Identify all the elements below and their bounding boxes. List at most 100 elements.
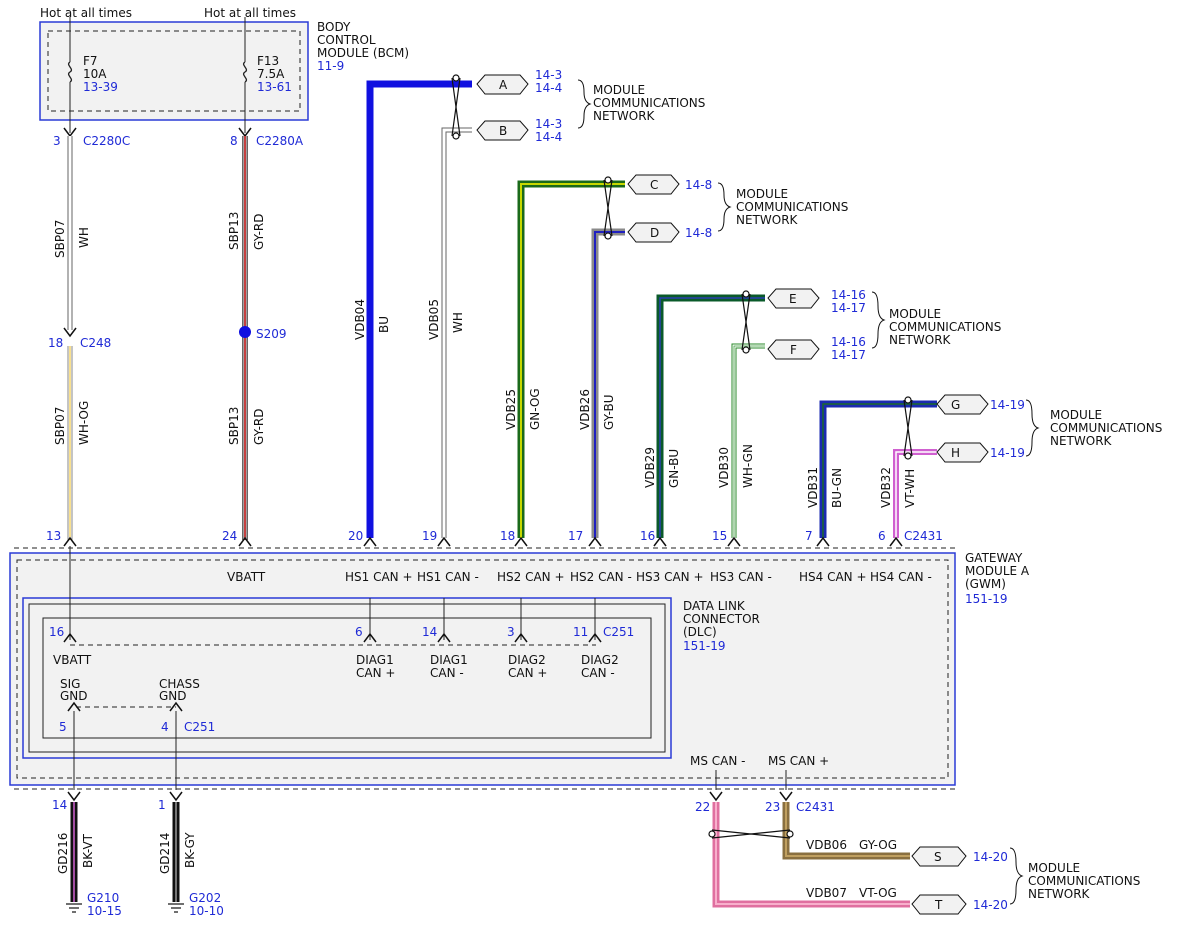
sbp13-circuit-lower: SBP13 [227, 407, 241, 445]
gwm-pin-18: 18 [500, 529, 515, 543]
wire-vdb31 [819, 400, 937, 538]
hot-label-f13: Hot at all times [204, 6, 296, 20]
wire-vdb26 [591, 228, 625, 538]
brace-icon [577, 79, 592, 129]
wire-vdb07 [712, 802, 910, 908]
bcm-pin-8: 8 [230, 134, 238, 148]
dlc-pin-arrows [63, 632, 602, 712]
ms-pin-23: 23 [765, 800, 780, 814]
twist-hs4-icon [903, 396, 913, 460]
dlc-title-2: CONNECTOR [683, 612, 760, 626]
ref-c: 14-8 [685, 178, 712, 192]
network-label-gh-3: NETWORK [1050, 434, 1113, 448]
gd216-circuit: GD216 [56, 833, 70, 874]
bcm-module [39, 21, 309, 121]
ground-g210: G210 [87, 891, 119, 905]
svg-text:E: E [789, 292, 797, 306]
gwm-ms-can-plus: MS CAN + [768, 754, 829, 768]
dlc-diag1-p-l2: CAN + [356, 666, 395, 680]
ref-f-2: 14-17 [831, 348, 866, 362]
vdb04-circuit: VDB04 [353, 299, 367, 340]
ref-e-1: 14-16 [831, 288, 866, 302]
svg-text:C: C [650, 178, 658, 192]
svg-text:S: S [934, 850, 942, 864]
gwm-ms-can-minus: MS CAN - [690, 754, 746, 768]
dlc-title-1: DATA LINK [683, 599, 746, 613]
dlc-diag1-m-l2: CAN - [430, 666, 464, 680]
ms-conn-c2431: C2431 [796, 800, 835, 814]
vdb30-circuit: VDB30 [717, 447, 731, 488]
wire-vdb05 [441, 127, 472, 538]
vdb26-color: GY-BU [602, 394, 616, 430]
bcm-title-3: MODULE (BCM) [317, 46, 409, 60]
gwm-pin-6: 6 [878, 529, 886, 543]
tag-a: A [476, 74, 529, 95]
gwm-pin-24: 24 [222, 529, 237, 543]
vdb07-color: VT-OG [859, 886, 897, 900]
gwm-port-hs3p: HS3 CAN + [636, 570, 704, 584]
network-label-cd-2: COMMUNICATIONS [736, 200, 848, 214]
vdb05-color: WH [451, 312, 465, 333]
dlc-sig-gnd-2: GND [60, 689, 88, 703]
tag-d: D [627, 222, 680, 243]
conn-c248: C248 [80, 336, 111, 350]
svg-text:B: B [499, 124, 507, 138]
wire-vdb25 [517, 180, 625, 538]
gwm-pin-arrows [63, 536, 903, 547]
ref-h: 14-19 [990, 446, 1025, 460]
tag-h: H [936, 442, 989, 463]
sbp07-color-upper: WH [77, 227, 91, 248]
gwm-port-hs2m: HS2 CAN - [570, 570, 632, 584]
vdb25-circuit: VDB25 [504, 389, 518, 430]
twist-ms-icon [708, 829, 794, 839]
twist-hs2-icon [603, 176, 613, 240]
tag-f: F [767, 339, 820, 360]
wire-sbp07 [63, 136, 77, 540]
sbp07-circuit-lower: SBP07 [53, 407, 67, 445]
gwm-pin-7: 7 [805, 529, 813, 543]
dlc-ref: 151-19 [683, 639, 726, 653]
gwm-port-hs1p: HS1 CAN + [345, 570, 413, 584]
ms-pin-22: 22 [695, 800, 710, 814]
vdb32-circuit: VDB32 [879, 467, 893, 508]
fuse-f13-rating: 7.5A [257, 67, 285, 81]
dlc-conn-c251-bottom: C251 [184, 720, 215, 734]
vdb06-color: GY-OG [859, 838, 897, 852]
dlc-diag2-m-l2: CAN - [581, 666, 615, 680]
bottom-pin-arrows [67, 791, 793, 802]
fuse-f7-ref: 13-39 [83, 80, 118, 94]
fuse-f7-rating: 10A [83, 67, 107, 81]
dlc-pin-16: 16 [49, 625, 64, 639]
network-label-gh-2: COMMUNICATIONS [1050, 421, 1162, 435]
dlc-pin-4: 4 [161, 720, 169, 734]
network-label-ab-3: NETWORK [593, 109, 656, 123]
dlc-title-3: (DLC) [683, 625, 717, 639]
vdb05-circuit: VDB05 [427, 299, 441, 340]
dlc-pin-14: 14 [422, 625, 437, 639]
fuse-f7-icon [67, 61, 73, 83]
tag-b: B [476, 120, 529, 141]
network-label-ef-2: COMMUNICATIONS [889, 320, 1001, 334]
brace-icon [1009, 847, 1024, 905]
wire-vdb29 [656, 294, 765, 538]
vdb29-circuit: VDB29 [643, 447, 657, 488]
brace-icon [871, 291, 886, 349]
network-label-cd-3: NETWORK [736, 213, 799, 227]
vdb30-color: WH-GN [741, 444, 755, 488]
gwm-title-1: GATEWAY [965, 551, 1023, 565]
gwm-conn-c2431: C2431 [904, 529, 943, 543]
fuse-f13-icon [242, 61, 248, 83]
ref-s: 14-20 [973, 850, 1008, 864]
ref-g: 14-19 [990, 398, 1025, 412]
sbp13-color-lower: GY-RD [252, 408, 266, 445]
sbp07-color-lower: WH-OG [77, 401, 91, 445]
svg-text:H: H [951, 446, 960, 460]
ref-d: 14-8 [685, 226, 712, 240]
dlc-pin-5: 5 [59, 720, 67, 734]
gwm-pin-16: 16 [640, 529, 655, 543]
vdb31-color: BU-GN [830, 468, 844, 508]
gd214-circuit: GD214 [158, 833, 172, 874]
network-label-st-3: NETWORK [1028, 887, 1091, 901]
vdb26-circuit: VDB26 [578, 389, 592, 430]
